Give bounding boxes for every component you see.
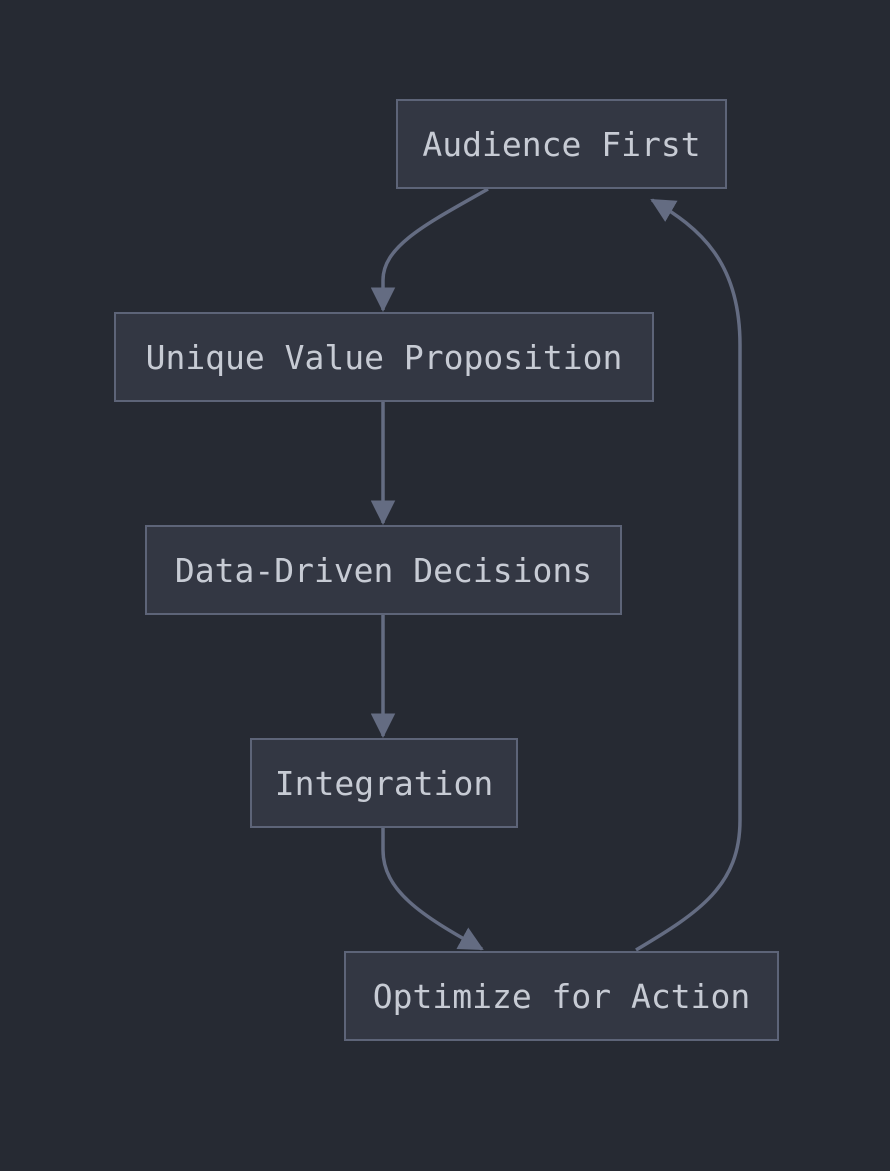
node-data-driven-decisions[interactable]: Data-Driven Decisions xyxy=(145,525,622,615)
node-label: Audience First xyxy=(422,124,701,164)
node-optimize-for-action[interactable]: Optimize for Action xyxy=(344,951,779,1041)
node-label: Integration xyxy=(274,763,494,803)
node-audience-first[interactable]: Audience First xyxy=(396,99,727,189)
node-label: Data-Driven Decisions xyxy=(174,550,593,590)
node-integration[interactable]: Integration xyxy=(250,738,518,828)
edge-optim-to-audience xyxy=(635,198,742,952)
edge-audience-to-uvp xyxy=(370,187,489,313)
node-label: Unique Value Proposition xyxy=(145,337,623,377)
edge-integ-to-optim xyxy=(381,828,484,951)
node-label: Optimize for Action xyxy=(372,976,751,1016)
node-unique-value-proposition[interactable]: Unique Value Proposition xyxy=(114,312,654,402)
